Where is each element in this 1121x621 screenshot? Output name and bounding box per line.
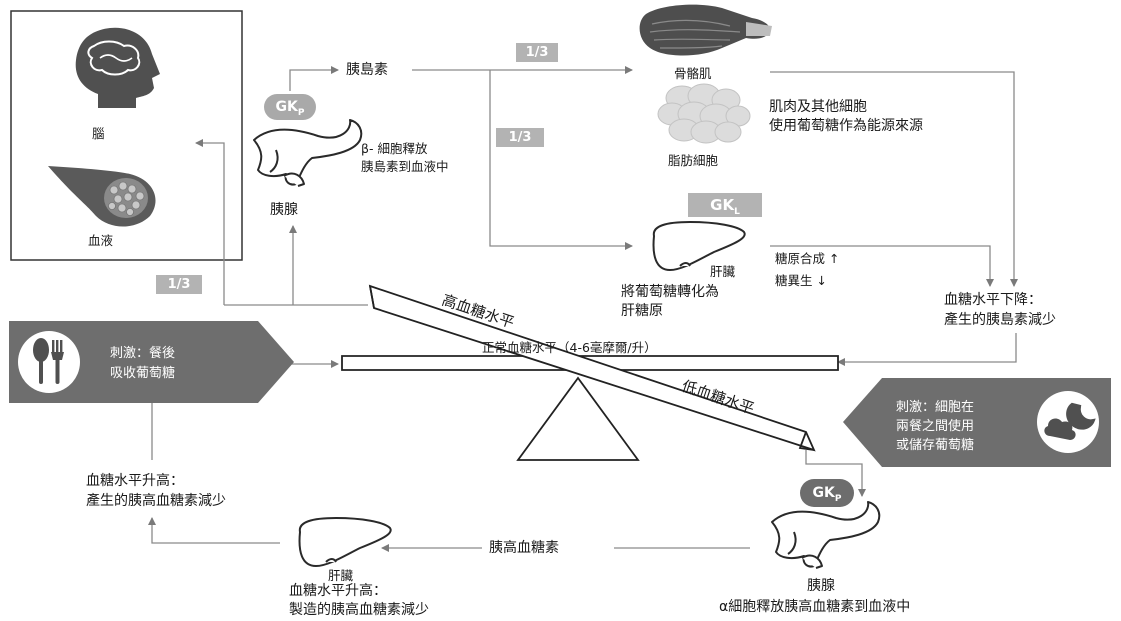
liver-note-line2: 肝糖原 [621, 303, 663, 319]
fraction-brain-badge: 1/3 [156, 275, 202, 294]
fat-cells-icon [657, 83, 751, 144]
liver-note-line1: 將葡萄糖轉化為 [621, 284, 719, 300]
beta-note-line2: 胰島素到血液中 [361, 159, 449, 174]
liver-icon-bottom [298, 517, 392, 567]
balance-scale [341, 284, 839, 461]
pancreas-icon-top [253, 119, 363, 187]
muscle-to-decrease-arrow [770, 71, 1018, 287]
meal-stimulus-line1: 刺激：餐後 [110, 346, 176, 361]
liver-bottom-label: 肝臟 [328, 568, 354, 583]
blood-icon [48, 166, 156, 227]
meal-stimulus-arrow [9, 321, 294, 403]
brain-flow-arrow [195, 139, 225, 305]
decrease-line2: 產生的胰島素減少 [944, 312, 1056, 328]
liver-bottom-note-line2: 製造的胰高血糖素減少 [289, 602, 429, 618]
pancreas-icon-bottom [771, 501, 881, 569]
beta-note-line1: β- 細胞釋放 [361, 141, 428, 156]
brain-icon [75, 27, 160, 108]
decrease-line1: 血糖水平下降： [944, 292, 1042, 308]
fraction-liver-badge: 1/3 [496, 128, 544, 147]
gluconeogenesis-label: 糖異生 ↓ [775, 273, 827, 288]
fast-stimulus-line1: 刺激：細胞在 [896, 400, 975, 415]
gk-p-top-badge: GKP [264, 94, 316, 120]
fasting-stimulus-arrow [843, 378, 1111, 467]
fraction-muscle-badge: 1/3 [516, 43, 558, 62]
muscle-note-line2: 使用葡萄糖作為能源來源 [769, 118, 923, 134]
muscle-note-line1: 肌肉及其他細胞 [769, 99, 867, 115]
insulin-flow-label: 胰島素 [346, 62, 388, 78]
muscle-label: 骨骼肌 [674, 66, 712, 81]
balance-to-pancreas-bottom-arrow [805, 450, 866, 497]
cloud-moon-icon [1044, 402, 1096, 440]
pancreas-top-label: 胰腺 [270, 202, 298, 218]
fork-spoon-icon [33, 338, 64, 384]
increase-line2: 產生的胰高血糖素減少 [86, 493, 226, 509]
glycogen-synthesis-label: 糖原合成 ↑ [775, 251, 840, 266]
fast-stimulus-line3: 或儲存葡萄糖 [896, 438, 975, 453]
liver-bottom-note-line1: 血糖水平升高： [289, 583, 387, 599]
insulin-flow-arrow [289, 66, 339, 91]
liver-flow-arrow [489, 70, 633, 250]
fulcrum [516, 376, 640, 461]
liver-icon-top [652, 221, 746, 271]
gk-l-badge: GKL [688, 193, 762, 217]
decrease-to-balance-arrow [837, 333, 1017, 366]
blood-label: 血液 [88, 233, 114, 248]
meal-stimulus-line2: 吸收葡萄糖 [110, 366, 176, 381]
fat-label: 脂肪細胞 [668, 153, 719, 168]
brain-label: 腦 [92, 126, 105, 141]
liver-to-increase-arrow [148, 517, 280, 544]
liver-to-decrease-arrow [770, 245, 994, 287]
muscle-icon [639, 4, 772, 56]
fast-stimulus-line2: 兩餐之間使用 [896, 419, 975, 434]
alpha-note: α細胞釋放胰高血糖素到血液中 [719, 599, 911, 615]
glucagon-flow-label: 胰高血糖素 [489, 540, 559, 556]
pancreas-bottom-label: 胰腺 [807, 578, 835, 594]
normal-glucose-label: 正常血糖水平（4-6毫摩爾/升） [482, 340, 657, 355]
increase-line1: 血糖水平升高： [86, 473, 184, 489]
gk-p-bottom-badge: GKP [800, 479, 854, 507]
liver-top-label: 肝臟 [710, 264, 736, 279]
